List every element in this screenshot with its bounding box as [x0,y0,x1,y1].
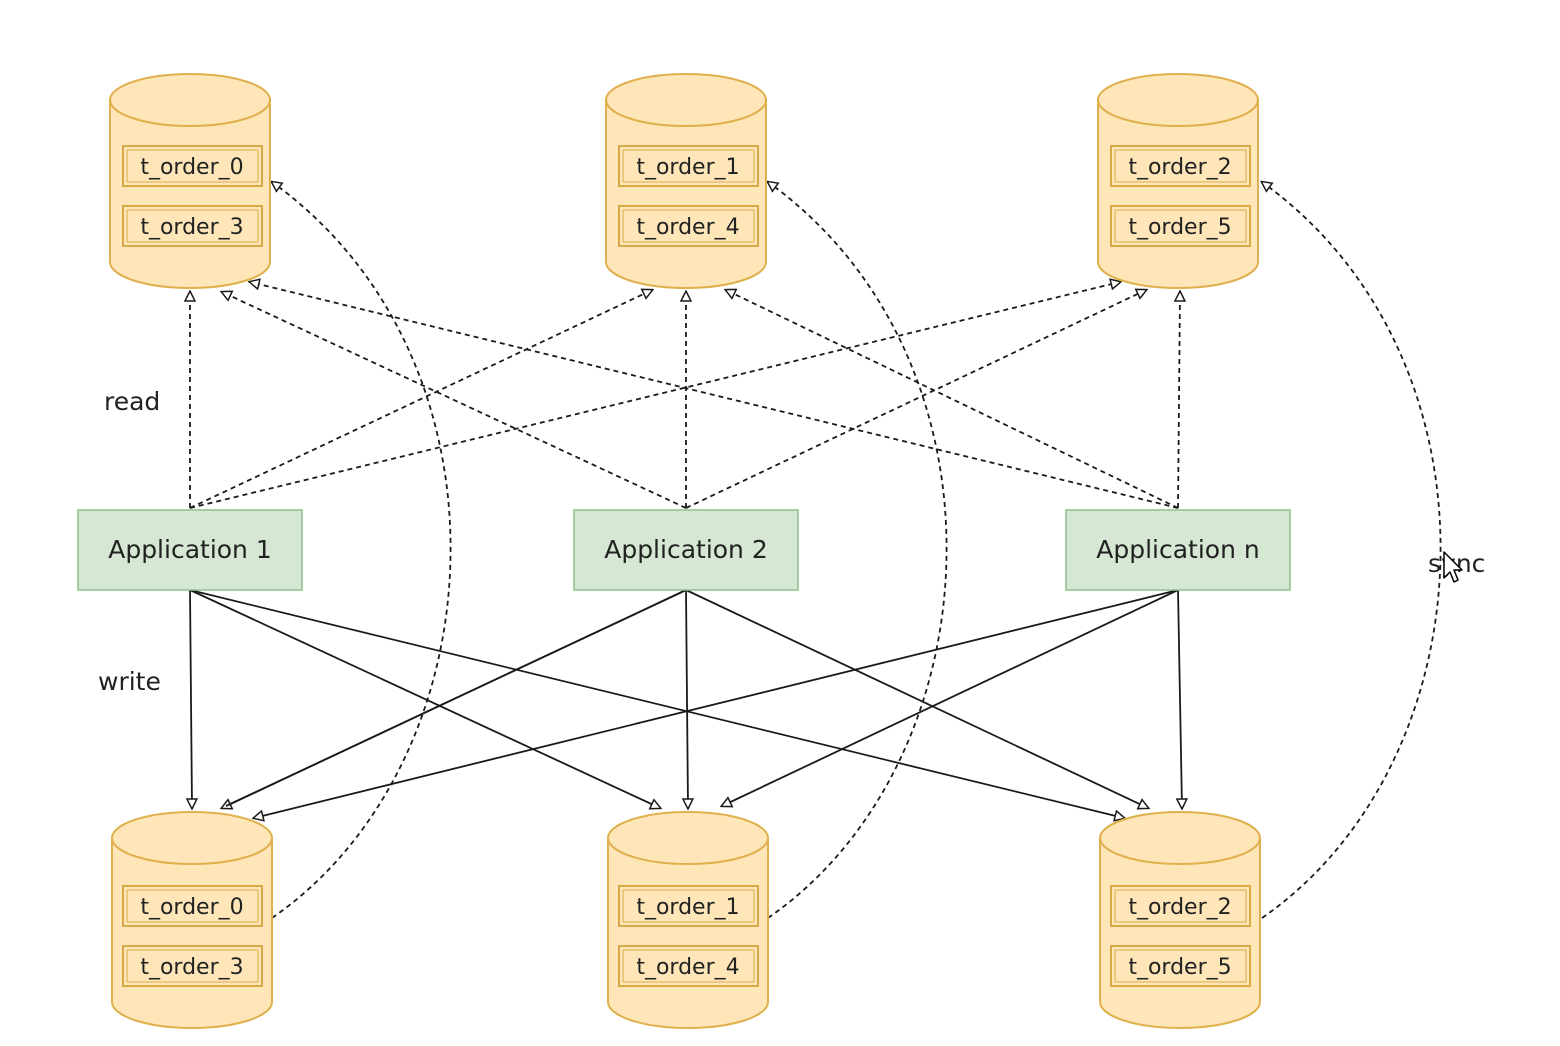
write-edge-app1-db1 [189,589,660,808]
write-edge-app1-db2 [189,589,1124,818]
read-edges [189,282,1180,509]
write-label: write [98,667,161,696]
write-edge-appn-db0 [254,589,1179,818]
write-edges [189,589,1182,818]
write-edge-appn-db2 [1178,589,1182,808]
database-cylinder: t_order_1 t_order_4 [607,811,769,1029]
database-cylinder: t_order_0 t_order_3 [109,73,271,289]
read-edge-app1-db1 [189,290,652,509]
read-label: read [104,387,160,416]
read-databases: t_order_0 t_order_3 t_order_1 t_order_4 … [109,73,1259,289]
database-cylinder: t_order_2 t_order_5 [1097,73,1259,289]
table-label: t_order_2 [1128,895,1231,920]
database-cylinder: t_order_1 t_order_4 [605,73,767,289]
read-edge-appn-db2 [1178,292,1180,509]
edges-layer [189,182,1442,919]
write-edge-app1-db0 [190,589,192,808]
application-node: Application 1 [77,509,303,591]
application-node: Application n [1065,509,1291,591]
write-edge-app2-db2 [685,589,1148,808]
sync-edges [272,182,1442,919]
write-edge-app2-db1 [686,589,688,808]
database-cylinder: t_order_2 t_order_5 [1099,811,1261,1029]
table-label: t_order_0 [140,155,243,180]
table-label: t_order_3 [140,215,243,240]
table-label: t_order_4 [636,955,739,980]
sync-edge-db2 [1262,182,1442,919]
table-label: t_order_4 [636,215,739,240]
read-edge-app1-db2 [189,282,1120,509]
sync-label: sync [1428,549,1485,578]
applications: Application 1 Application 2 Application … [77,509,1291,591]
table-label: t_order_1 [636,895,739,920]
table-label: t_order_5 [1128,955,1231,980]
application-label: Application 2 [604,535,768,564]
read-edge-app2-db2 [685,290,1146,509]
mouse-cursor-icon [1443,551,1463,583]
application-node: Application 2 [573,509,799,591]
table-label: t_order_3 [140,955,243,980]
database-cylinder: t_order_0 t_order_3 [111,811,273,1029]
application-label: Application 1 [108,535,272,564]
write-edge-appn-db1 [722,589,1179,806]
read-edge-appn-db0 [250,282,1179,509]
table-label: t_order_5 [1128,215,1231,240]
write-databases: t_order_0 t_order_3 t_order_1 t_order_4 … [111,811,1261,1029]
table-label: t_order_1 [636,155,739,180]
application-label: Application n [1096,535,1259,564]
read-edge-appn-db1 [726,290,1179,509]
sync-edge-db0 [272,182,452,919]
read-edge-app2-db0 [222,292,687,509]
write-edge-app2-db0-double [225,591,683,807]
table-label: t_order_2 [1128,155,1231,180]
table-label: t_order_0 [140,895,243,920]
sync-edge-db1 [768,182,948,919]
